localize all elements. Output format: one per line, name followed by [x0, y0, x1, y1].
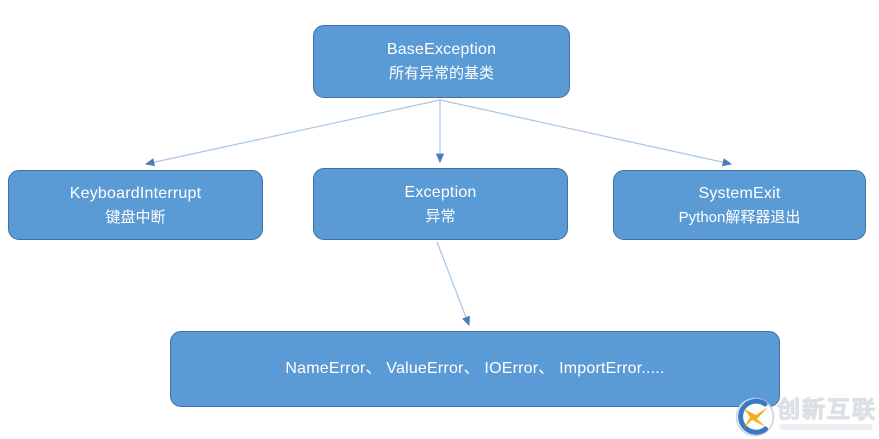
node-title: SystemExit: [698, 184, 781, 202]
watermark: 创新互联: [735, 396, 877, 437]
edge-exception-to-subclasses: [436, 241, 470, 327]
node-exception: Exception 异常: [313, 168, 568, 240]
node-title: KeyboardInterrupt: [69, 184, 202, 202]
node-subtitle: Python解释器退出: [678, 208, 801, 226]
node-base-exception: BaseException 所有异常的基类: [313, 25, 570, 98]
cx-logo-icon: [735, 397, 775, 437]
edge-base-to-systemexit: [439, 99, 733, 167]
node-subtitle: 所有异常的基类: [388, 65, 494, 82]
node-keyboard-interrupt: KeyboardInterrupt 键盘中断: [8, 170, 263, 240]
node-subtitle: 异常: [425, 207, 456, 225]
node-title: BaseException: [386, 41, 497, 58]
node-title: NameError、 ValueError、 IOError、 ImportEr…: [285, 360, 665, 377]
watermark-tagline: [779, 424, 873, 430]
node-subtitle: 键盘中断: [105, 208, 166, 226]
edge-base-to-keyboardinterrupt: [144, 99, 441, 167]
node-system-exit: SystemExit Python解释器退出: [613, 170, 866, 240]
watermark-text: 创新互联: [777, 396, 877, 430]
node-title: Exception: [404, 183, 477, 201]
watermark-brand: 创新互联: [777, 396, 877, 423]
node-subclass-examples: NameError、 ValueError、 IOError、 ImportEr…: [170, 331, 780, 407]
